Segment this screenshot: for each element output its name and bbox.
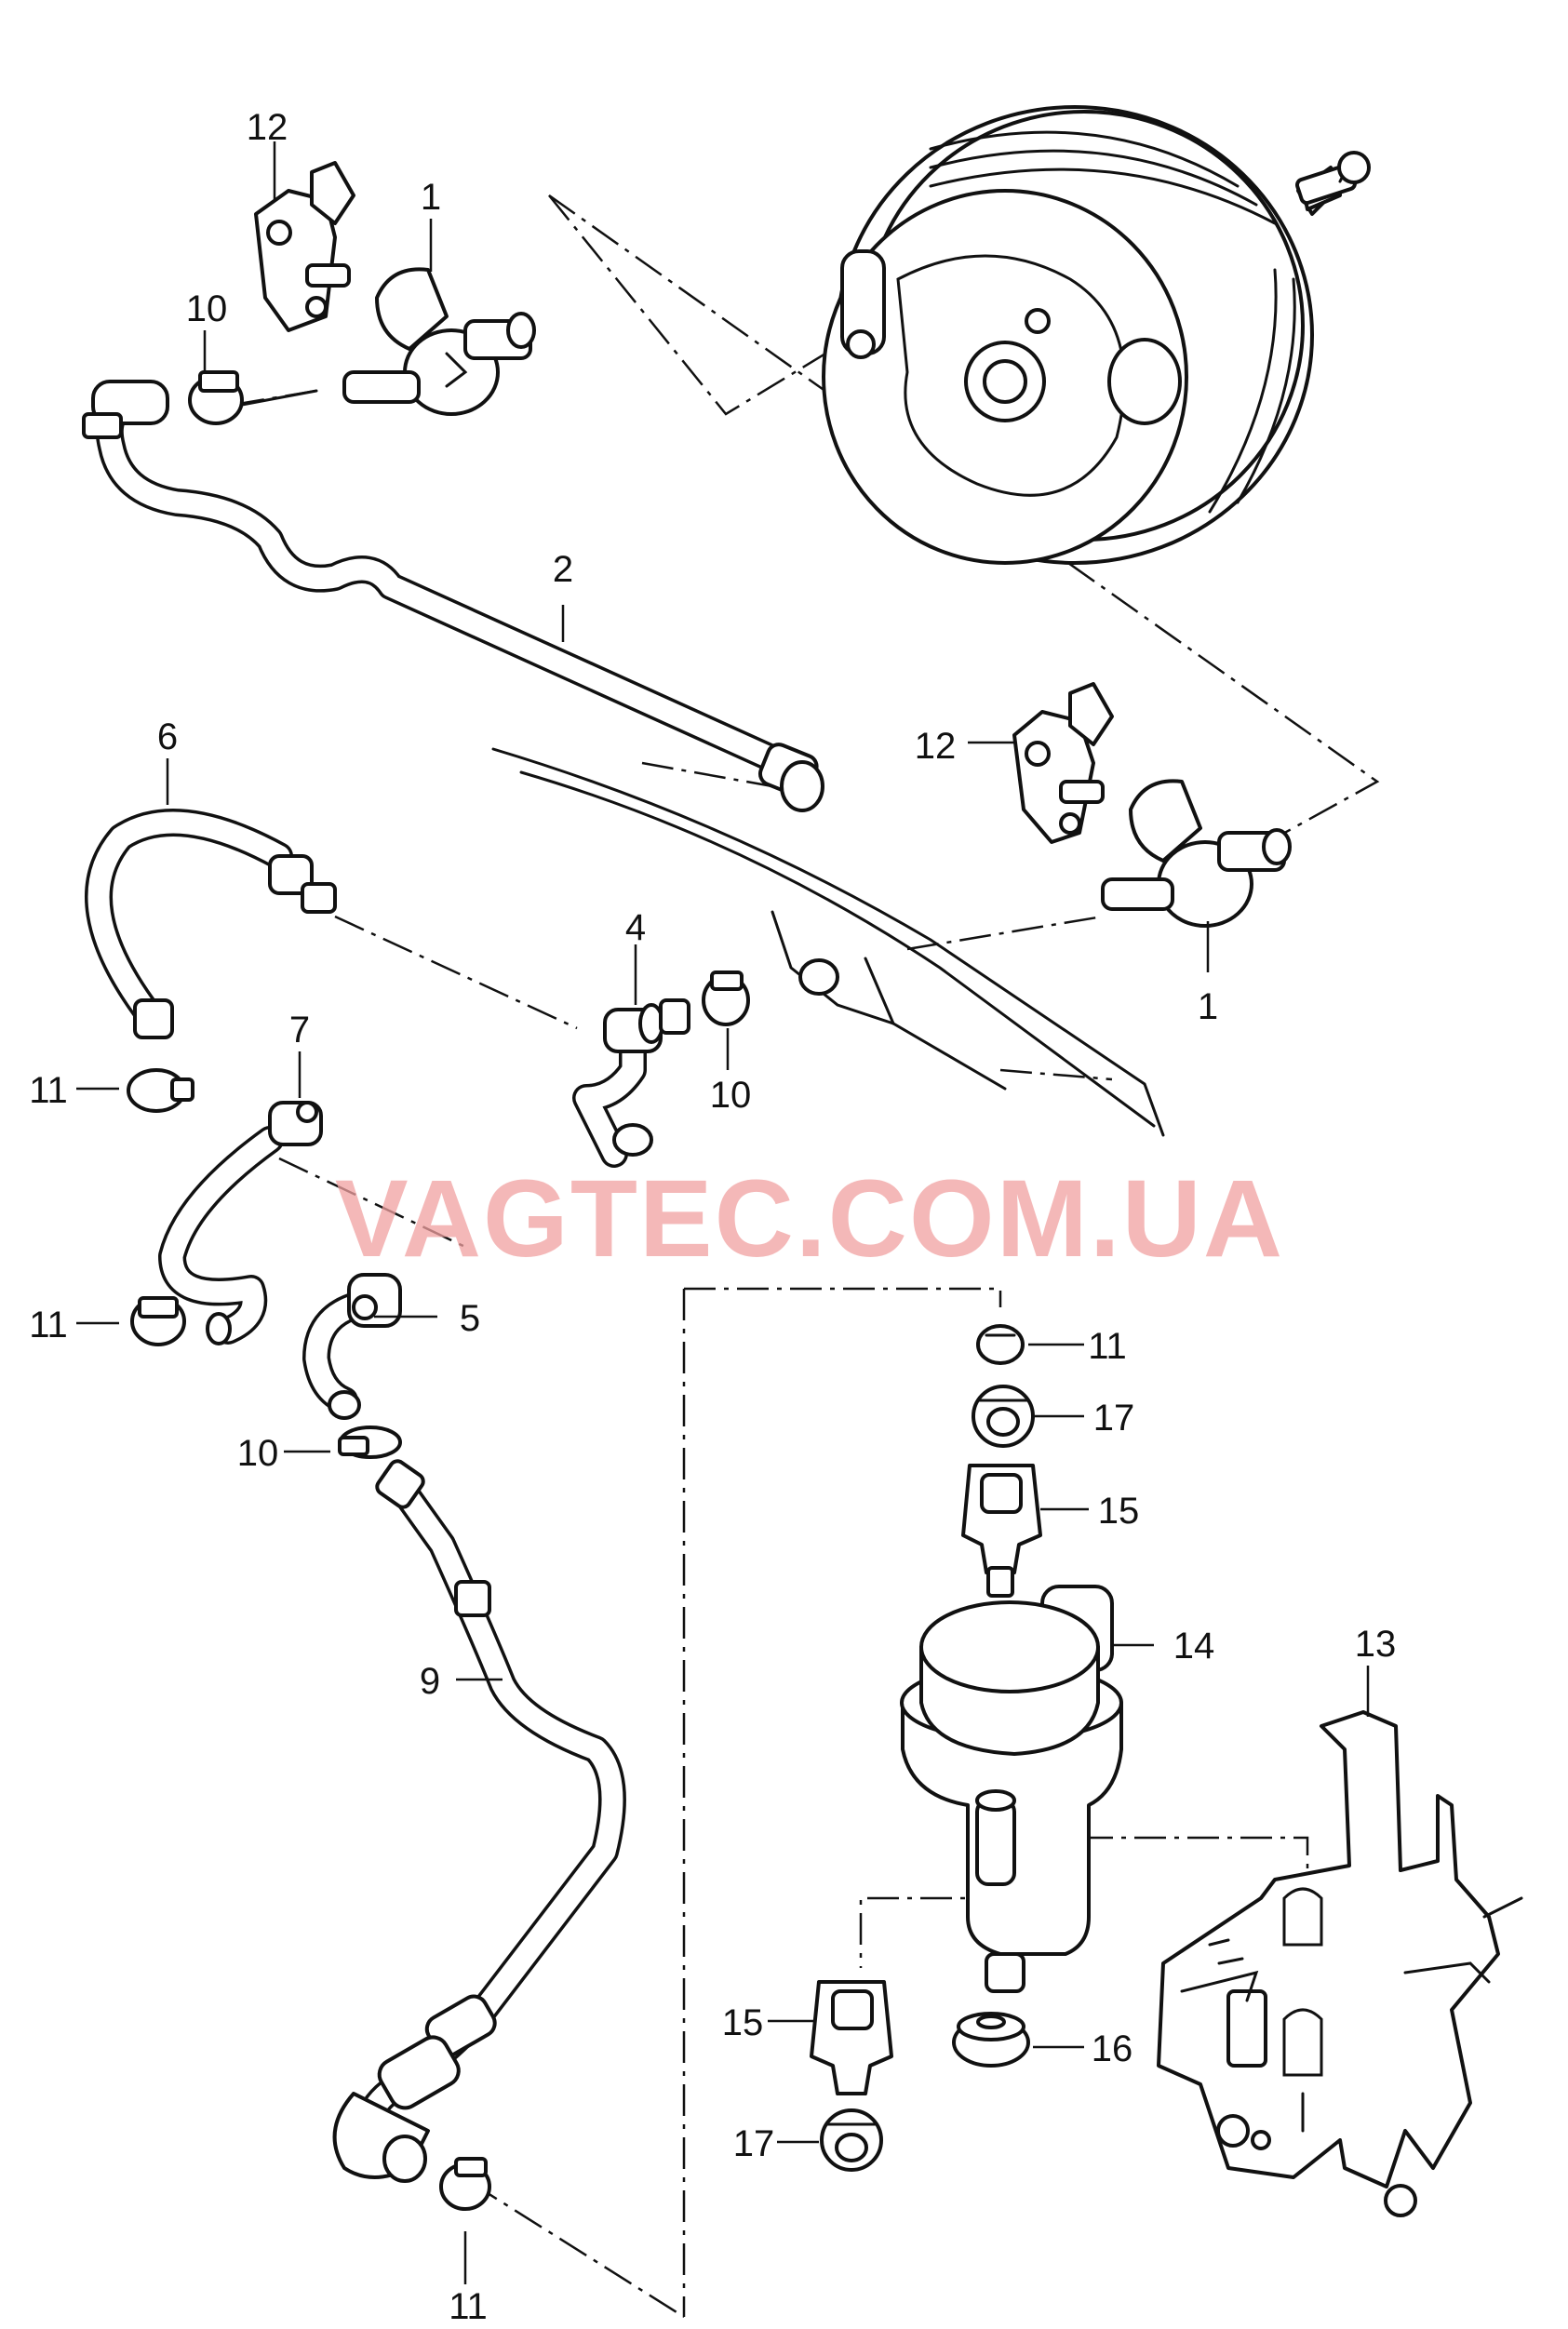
part-17-nut-bottom — [820, 2108, 883, 2172]
callout-13: 13 — [1355, 1624, 1397, 1665]
callout-12-mid: 12 — [915, 726, 957, 767]
part-1-check-valve-mid — [1101, 779, 1292, 928]
callout-16: 16 — [1092, 2028, 1133, 2069]
part-11-clamp-bottom — [439, 2157, 491, 2211]
part-9-long-hose — [332, 1459, 626, 2183]
part-16-grommet — [952, 2012, 1030, 2068]
callout-4: 4 — [625, 907, 646, 948]
part-4-elbow-connector — [572, 998, 690, 1168]
part-15-connector-bottom — [810, 1980, 893, 2095]
leader-lines — [76, 141, 1370, 2284]
callout-7: 7 — [289, 1010, 310, 1051]
callout-10-top: 10 — [186, 288, 228, 329]
part-11-clamp-1 — [127, 1068, 194, 1113]
part-10-clamp-mid — [702, 970, 750, 1026]
part-10-clamp-low — [338, 1426, 402, 1459]
callout-11-b: 11 — [29, 1305, 68, 1345]
part-12-bracket-mid — [1012, 682, 1114, 844]
part-17-nut-top — [972, 1385, 1035, 1448]
callout-17-top: 17 — [1093, 1398, 1135, 1439]
callout-11-bottom: 11 — [449, 2286, 488, 2327]
part-14-pressure-valve — [900, 1585, 1123, 1993]
part-5-elbow — [302, 1273, 402, 1420]
part-7-hose — [158, 1101, 323, 1345]
part-2-vacuum-hose — [82, 380, 824, 812]
callout-2: 2 — [553, 549, 573, 590]
watermark-text: VAGTEC.COM.UA — [335, 1158, 1284, 1280]
part-13-mounting-bracket — [1157, 1710, 1523, 2217]
part-1-check-valve-top — [342, 267, 536, 416]
callout-15-bottom: 15 — [722, 2002, 764, 2043]
callout-1-top: 1 — [421, 177, 441, 218]
part-11-clamp-2 — [130, 1296, 186, 1346]
callout-11-a: 11 — [29, 1070, 68, 1111]
part-15-connector-top — [961, 1464, 1042, 1598]
callout-labels: 12 1 10 2 12 6 4 1 11 10 7 11 5 10 11 17… — [29, 107, 1396, 2327]
callout-5: 5 — [460, 1298, 480, 1339]
callout-9: 9 — [420, 1661, 440, 1702]
part-10-clamp-top — [188, 370, 318, 425]
part-6-hose — [85, 809, 337, 1039]
callout-15-top: 15 — [1098, 1491, 1140, 1532]
callout-10-low: 10 — [237, 1433, 279, 1474]
brake-booster — [822, 105, 1371, 565]
callout-12-top: 12 — [247, 107, 288, 148]
callout-1-mid: 1 — [1198, 986, 1218, 1027]
callout-6: 6 — [157, 716, 178, 757]
part-12-bracket-top — [254, 161, 355, 332]
callout-11-right: 11 — [1088, 1326, 1127, 1367]
callout-14: 14 — [1173, 1626, 1215, 1666]
mounting-panel — [491, 747, 1165, 1137]
callout-10-mid: 10 — [710, 1075, 752, 1116]
part-11-clamp-right — [976, 1324, 1025, 1365]
callout-17-bottom: 17 — [733, 2123, 775, 2164]
